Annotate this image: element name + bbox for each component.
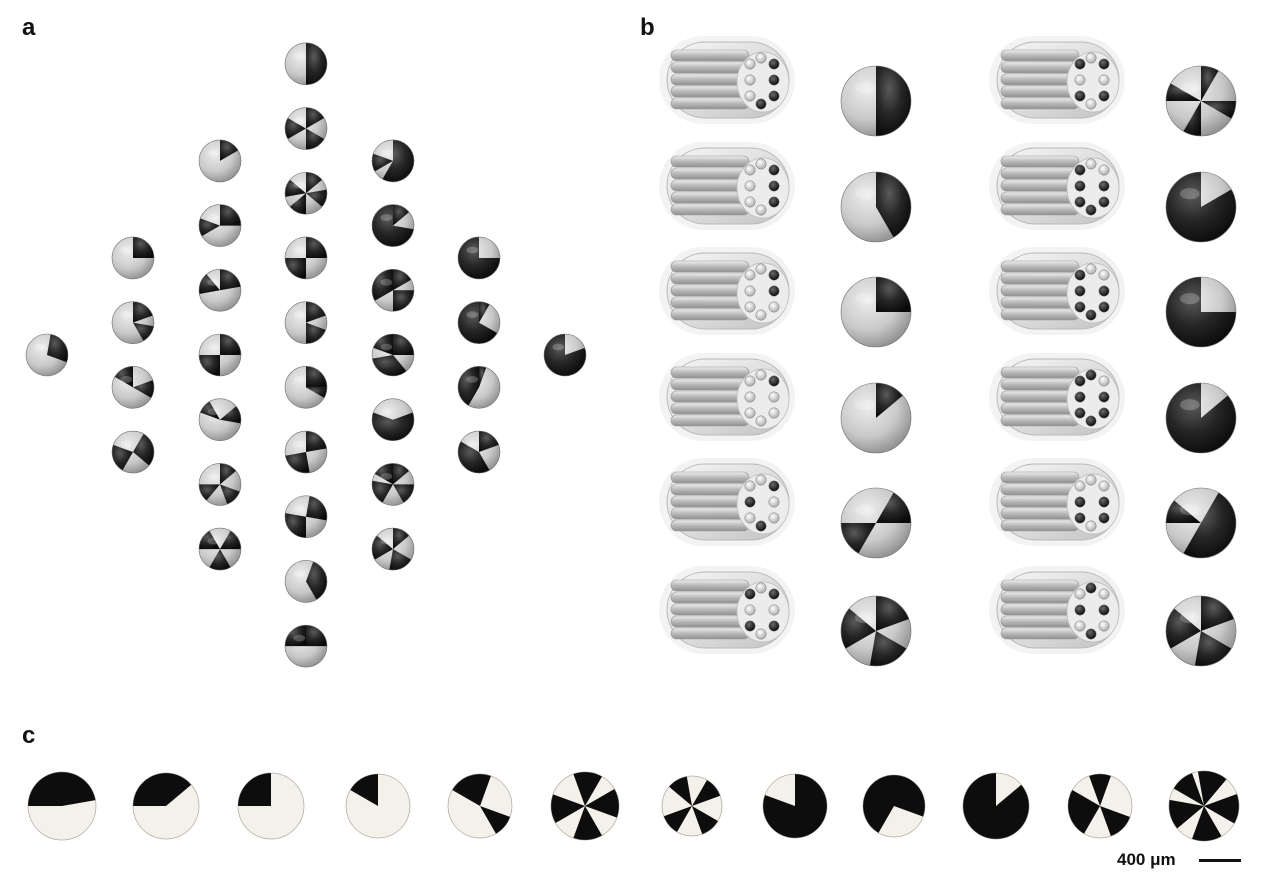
panel-a-sphere-col6-row3	[457, 366, 501, 409]
panel-c-photo-3	[237, 772, 305, 840]
panel-a-sphere-col3-row6	[198, 463, 242, 506]
panel-a-sphere-col3-row7	[198, 527, 242, 571]
panel-a-sphere-col5-row6	[371, 463, 415, 506]
panel-b-sphere-left-5	[840, 487, 912, 559]
panel-a-sphere-col3-row2	[198, 204, 242, 247]
panel-a-sphere-col7-row1	[543, 333, 587, 377]
panel-a-sphere-col4-row5	[284, 301, 328, 344]
panel-b-bundle-left-1	[659, 36, 795, 124]
panel-a-sphere-col5-row5	[371, 398, 415, 442]
panel-a-sphere-col3-row3	[198, 268, 242, 312]
panel-a-sphere-col4-row1	[284, 42, 328, 86]
panel-a-sphere-col3-row4	[198, 333, 242, 377]
panel-c-photo-7	[661, 775, 723, 837]
panel-c-photo-4	[345, 773, 411, 839]
panel-a-sphere-col4-row9	[284, 560, 328, 603]
panel-b-sphere-right-3	[1165, 276, 1237, 348]
panel-a-sphere-col4-row3	[284, 171, 328, 215]
panel-b-bundle-right-1	[989, 36, 1125, 124]
panel-a-sphere-array	[25, 42, 587, 668]
panel-b-bundle-left-6	[659, 566, 795, 654]
panel-b-sphere-left-4	[840, 382, 912, 454]
panel-label-c: c	[22, 722, 36, 749]
panel-b-sphere-right-2	[1165, 171, 1237, 243]
panel-a-sphere-col6-row4	[457, 430, 501, 474]
panel-c-photographs	[27, 770, 1240, 842]
panel-b-sphere-left-6	[840, 595, 912, 667]
panel-c-photo-8	[762, 773, 828, 839]
panel-c-photo-11	[1067, 773, 1133, 839]
panel-a-sphere-col2-row1	[111, 236, 155, 280]
panel-a-sphere-col1-row1	[25, 333, 69, 377]
panel-label-b: b	[640, 14, 655, 41]
panel-b-bundle-left-2	[659, 142, 795, 230]
panel-a-sphere-col4-row2	[284, 107, 328, 150]
panel-a-sphere-col2-row4	[111, 430, 155, 474]
panel-a-sphere-col5-row1	[371, 139, 415, 183]
panel-b-bundle-right-4	[989, 353, 1125, 441]
panel-a-sphere-col5-row4	[371, 333, 415, 377]
panel-b-sphere-right-5	[1165, 487, 1237, 559]
panel-b-bundle-right-5	[989, 458, 1125, 546]
panel-b-sphere-left-2	[840, 171, 912, 243]
panel-b-bundle-right-3	[989, 247, 1125, 335]
panel-a-sphere-col4-row6	[284, 366, 328, 409]
panel-a-sphere-col4-row8	[284, 495, 328, 539]
panel-c-photo-10	[962, 772, 1030, 840]
panel-c-photo-5	[447, 773, 513, 839]
panel-a-sphere-col3-row1	[198, 139, 242, 183]
panel-label-a: a	[22, 14, 36, 41]
panel-a-sphere-col3-row5	[198, 398, 242, 442]
panel-a-sphere-col5-row7	[371, 527, 415, 571]
panel-b-sphere-left-3	[840, 276, 912, 348]
panel-a-sphere-col5-row2	[371, 204, 415, 247]
panel-b-sphere-right-4	[1165, 382, 1237, 454]
panel-a-sphere-col6-row1	[457, 236, 501, 280]
panel-c-photo-6	[550, 771, 620, 841]
scale-bar-label: 400 μm	[1117, 850, 1176, 869]
panel-c-photo-2	[132, 772, 200, 840]
panel-b-sphere-right-6	[1165, 595, 1237, 667]
panel-b-sphere-left-1	[840, 65, 912, 137]
panel-c-photo-1	[27, 771, 97, 841]
panel-b-bundle-left-3	[659, 247, 795, 335]
panel-a-sphere-col6-row2	[457, 301, 501, 344]
panel-b-bundle-right-6	[989, 566, 1125, 654]
panel-a-sphere-col2-row2	[111, 301, 155, 344]
panel-b-sphere-right-1	[1165, 65, 1237, 137]
panel-b-bundle-right-2	[989, 142, 1125, 230]
panel-a-sphere-col4-row7	[284, 430, 328, 474]
panel-a-sphere-col2-row3	[111, 366, 155, 409]
panel-a-sphere-col4-row10	[284, 624, 328, 668]
panel-b-bundles-and-spheres	[659, 36, 1237, 667]
panel-a-sphere-col4-row4	[284, 236, 328, 280]
scale-bar-line	[1199, 859, 1241, 862]
panel-a-sphere-col5-row3	[371, 268, 415, 312]
panel-b-bundle-left-5	[659, 458, 795, 546]
panel-b-bundle-left-4	[659, 353, 795, 441]
panel-c-photo-9	[862, 774, 926, 838]
panel-c-photo-12	[1168, 770, 1240, 842]
